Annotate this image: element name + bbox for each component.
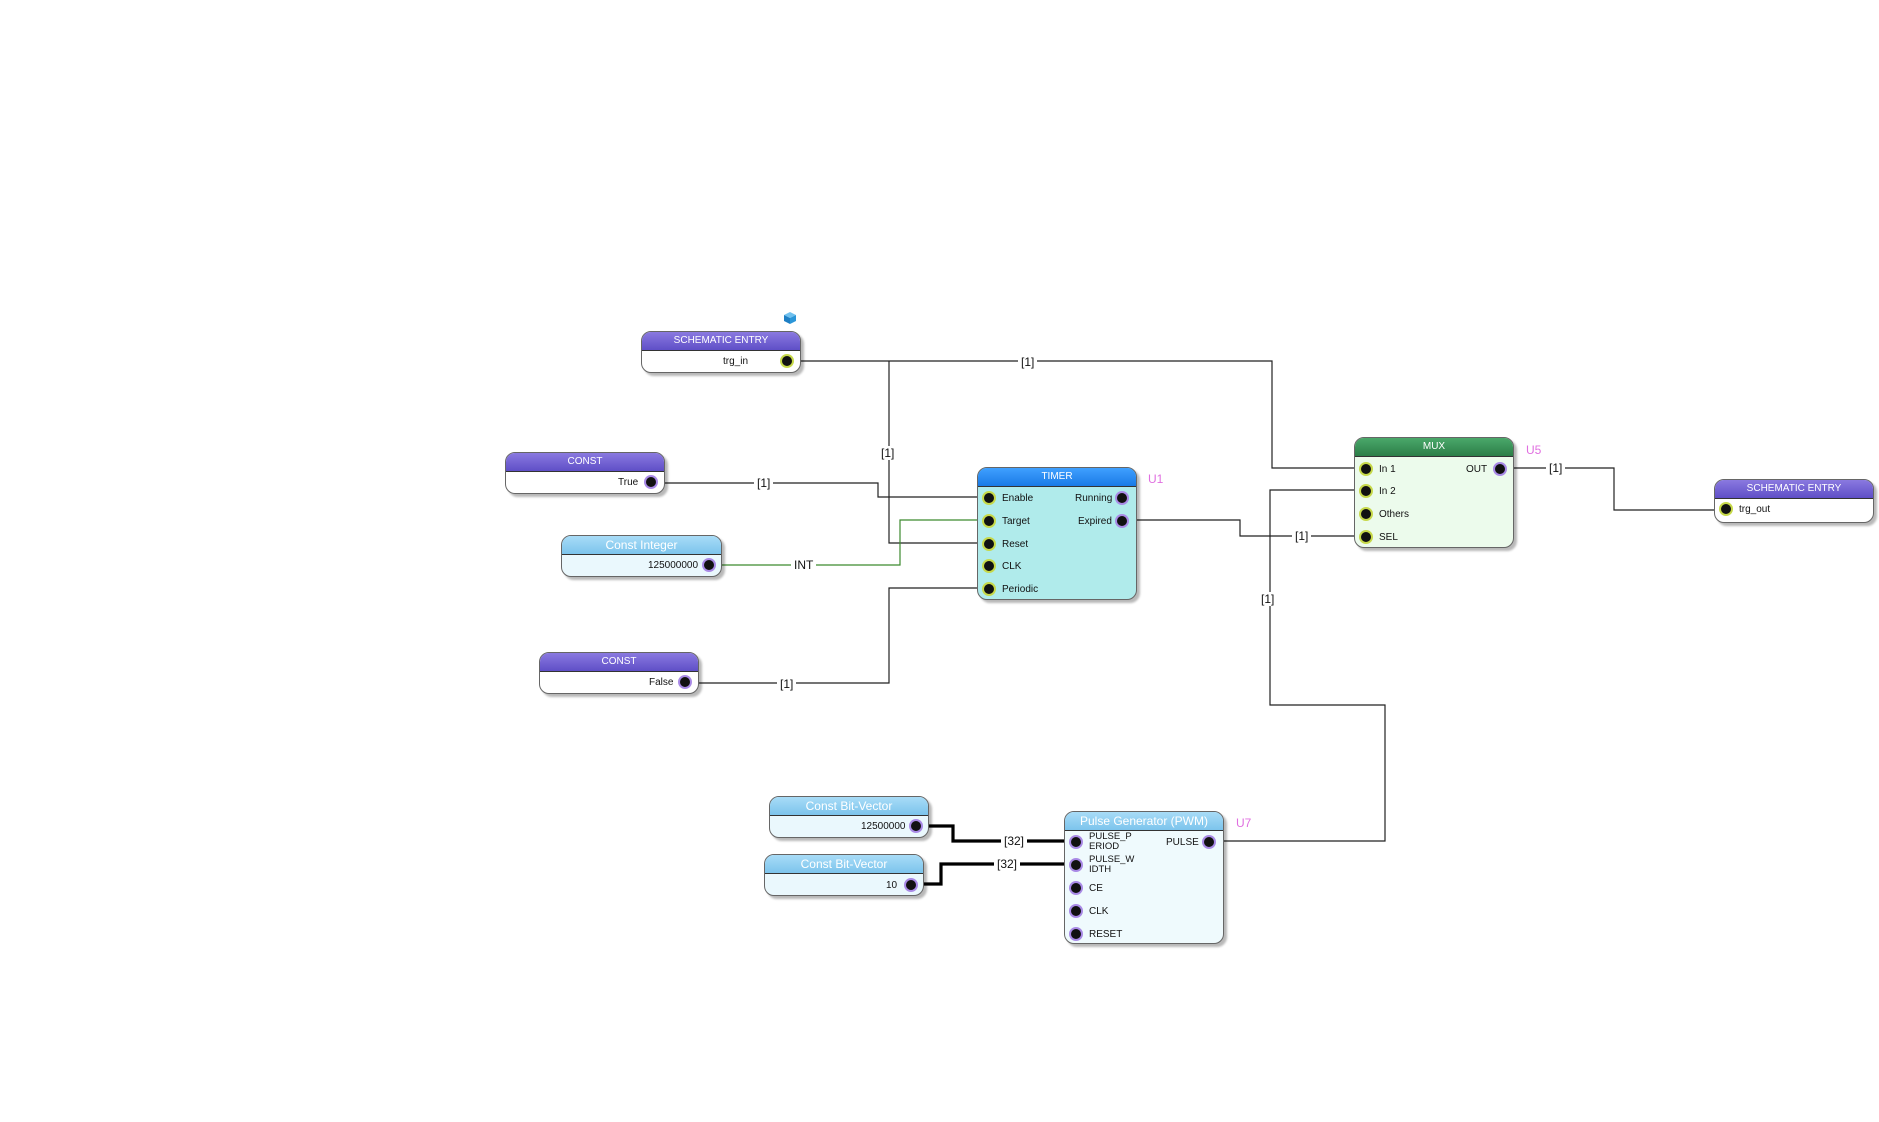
block-title: SCHEMATIC ENTRY [1715,480,1873,499]
port-label-pulse-period: PULSE_PERIOD [1089,831,1132,852]
port-pin-in1[interactable] [1359,462,1373,476]
port-label-periodic: Periodic [1002,584,1039,595]
port-pin-others[interactable] [1359,507,1373,521]
block-title: Pulse Generator (PWM) [1065,812,1223,831]
wire-expired-to-mux-sel[interactable] [1131,519,1365,537]
block-title: CONST [506,453,664,472]
port-pin-false[interactable] [678,675,692,689]
port-label-pulse-width: PULSE_WIDTH [1089,854,1135,875]
port-label-bv1-value: 12500000 [861,821,906,832]
port-pin-trg-in[interactable] [780,354,794,368]
wire-trg-in-to-timer-reset[interactable] [888,361,988,544]
port-label-in2: In 2 [1379,486,1396,497]
wire-label-width-bus: [32] [994,857,1021,871]
port-label-running: Running [1075,493,1113,504]
port-label-sel: SEL [1379,532,1398,543]
port-label-target: Target [1002,516,1030,527]
port-label-expired: Expired [1078,516,1112,527]
port-pin-sel[interactable] [1359,530,1373,544]
port-label-in1: In 1 [1379,464,1396,475]
wire-label-periodic: [1] [777,677,797,691]
block-title: SCHEMATIC ENTRY [642,332,800,351]
block-title: Const Integer [562,536,721,555]
port-label-int-value: 125000000 [648,560,699,571]
block-title: TIMER [978,468,1136,487]
timer-instance-id: U1 [1148,472,1164,486]
port-label-trg-out: trg_out [1739,504,1771,515]
port-pin-ce[interactable] [1069,881,1083,895]
wire-pulse-to-mux-in2[interactable] [1219,489,1386,842]
cube-icon[interactable] [784,312,796,324]
wire-label-pulse: [1] [1258,592,1278,606]
port-pin-pulse-period[interactable] [1069,835,1083,849]
pwm-instance-id: U7 [1236,816,1252,830]
wire-mux-out-to-trg-out[interactable] [1510,467,1723,511]
wire-label-reset: [1] [878,446,898,460]
port-pin-pulse[interactable] [1202,835,1216,849]
port-pin-trg-out[interactable] [1719,502,1733,516]
wire-label-period-bus: [32] [1001,834,1028,848]
block-title: CONST [540,653,698,672]
port-pin-running[interactable] [1115,491,1129,505]
pulse-generator-block[interactable]: Pulse Generator (PWM) PULSE_PERIOD PULSE… [1064,811,1224,944]
port-label-ce: CE [1089,883,1103,894]
port-pin-bv2[interactable] [904,878,918,892]
port-pin-pulse-width[interactable] [1069,858,1083,872]
port-label-bv2-value: 10 [886,880,898,891]
port-pin-true[interactable] [644,475,658,489]
port-pin-pwm-clk[interactable] [1069,904,1083,918]
timer-block[interactable]: TIMER Enable Target Reset CLK Periodic R… [977,467,1137,600]
port-label-enable: Enable [1002,493,1034,504]
port-pin-reset[interactable] [982,537,996,551]
const-integer-block[interactable]: Const Integer 125000000 [561,535,722,577]
port-label-false: False [649,677,674,688]
schematic-entry-in-block[interactable]: SCHEMATIC ENTRY trg_in [641,331,801,373]
port-label-trg-in: trg_in [723,356,749,367]
port-pin-reset-pwm[interactable] [1069,927,1083,941]
port-label-pwm-clk: CLK [1089,906,1109,917]
port-pin-expired[interactable] [1115,514,1129,528]
const-bit-vector-period-block[interactable]: Const Bit-Vector 12500000 [769,796,929,838]
port-pin-periodic[interactable] [982,582,996,596]
wire-false-to-timer-periodic[interactable] [694,587,988,684]
port-label-reset-pwm: RESET [1089,929,1123,940]
wire-true-to-timer-enable[interactable] [659,482,988,498]
port-pin-enable[interactable] [982,491,996,505]
const-bit-vector-width-block[interactable]: Const Bit-Vector 10 [764,854,924,896]
port-label-reset: Reset [1002,539,1029,550]
wire-label-int: INT [791,558,817,572]
bus-period-to-pwm[interactable] [925,824,1074,843]
wire-label-sel: [1] [1292,529,1312,543]
block-title: Const Bit-Vector [765,855,923,874]
block-title: Const Bit-Vector [770,797,928,816]
const-true-block[interactable]: CONST True [505,452,665,494]
port-label-out: OUT [1466,464,1488,475]
port-label-others: Others [1379,509,1410,520]
port-pin-target[interactable] [982,514,996,528]
wire-label-enable: [1] [754,476,774,490]
port-pin-out[interactable] [1493,462,1507,476]
port-label-clk: CLK [1002,561,1022,572]
block-title: MUX [1355,438,1513,457]
port-label-pulse: PULSE [1166,837,1199,848]
port-label-true: True [618,477,639,488]
port-pin-in2[interactable] [1359,484,1373,498]
mux-block[interactable]: MUX In 1 In 2 Others SEL OUT [1354,437,1514,548]
port-pin-clk[interactable] [982,559,996,573]
wire-label-mux-out: [1] [1546,461,1566,475]
const-false-block[interactable]: CONST False [539,652,699,694]
wire-label-trg-in: [1] [1018,355,1038,369]
port-pin-int[interactable] [702,558,716,572]
port-pin-bv1[interactable] [909,819,923,833]
mux-instance-id: U5 [1526,443,1542,457]
schematic-entry-out-block[interactable]: SCHEMATIC ENTRY trg_out [1714,479,1874,523]
